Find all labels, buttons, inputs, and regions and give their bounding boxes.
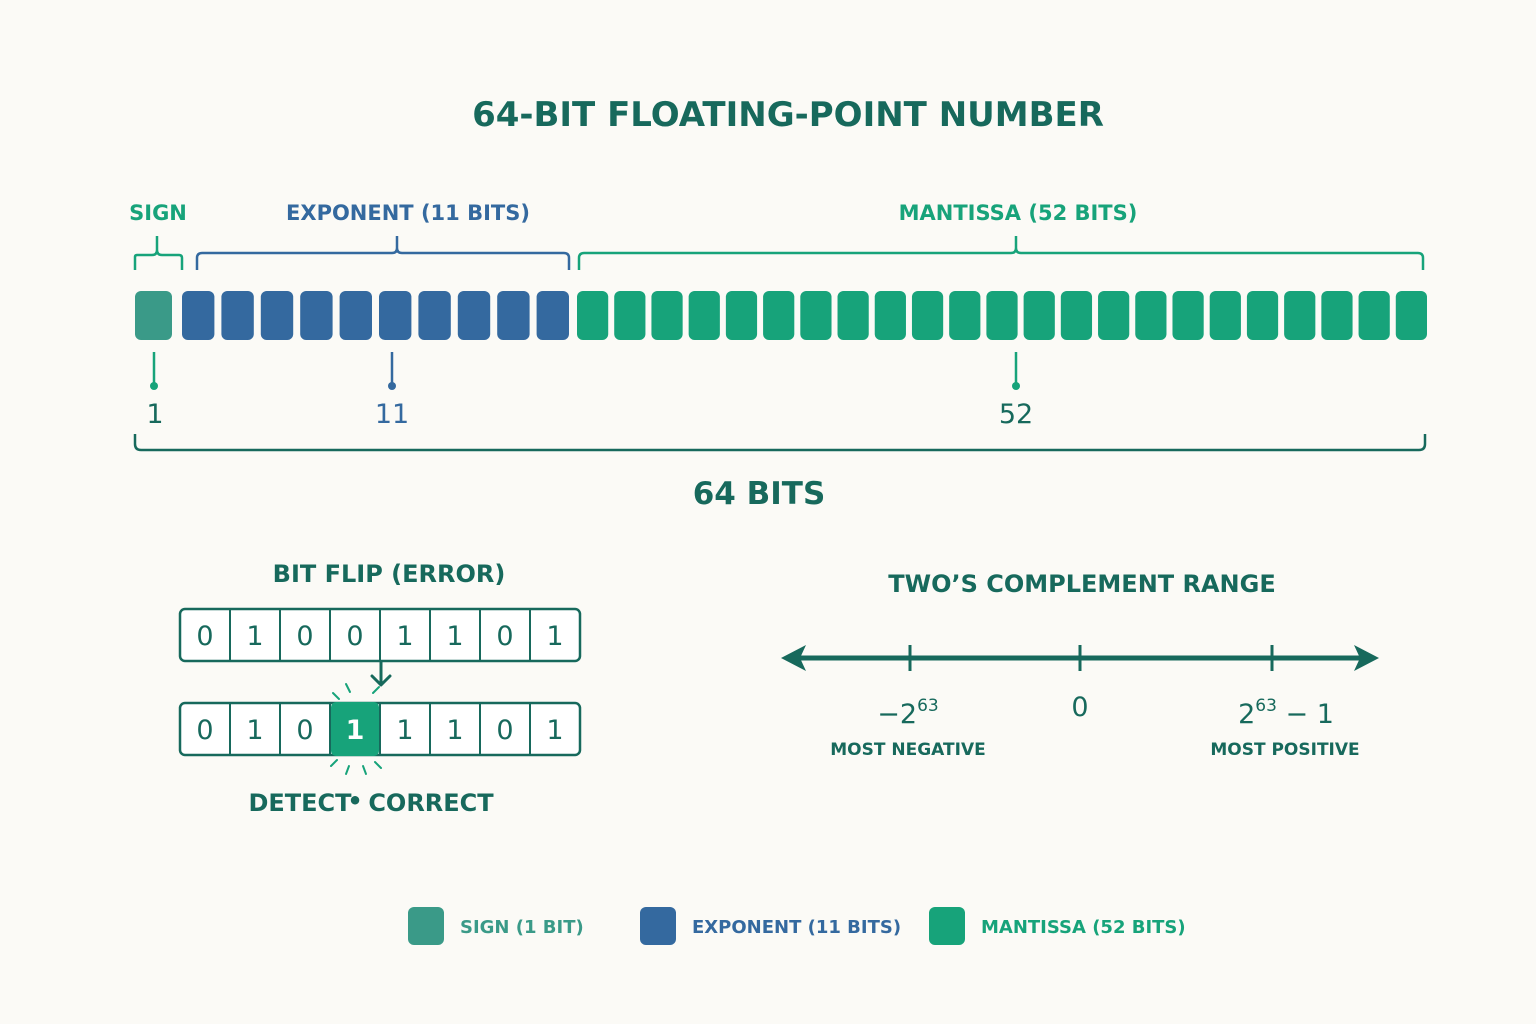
sign-bit-cell <box>135 291 172 340</box>
left-arrowhead-icon <box>781 645 806 671</box>
bit-value: 0 <box>196 621 213 652</box>
exponent-pointer <box>388 352 396 390</box>
bit-value: 1 <box>396 621 413 652</box>
bit-value: 0 <box>196 715 213 746</box>
legend-swatch <box>640 907 676 945</box>
range-title: TWO’S COMPLEMENT RANGE <box>888 570 1276 598</box>
bit-value: 0 <box>496 621 513 652</box>
exponent-bit-cell <box>536 291 569 340</box>
bit-value: 1 <box>446 715 463 746</box>
caption-separator: • <box>347 787 362 815</box>
right-arrowhead-icon <box>1354 645 1379 671</box>
bit-value: 1 <box>546 621 563 652</box>
sign-bracket <box>133 236 184 270</box>
sign-section-label: SIGN <box>129 201 187 225</box>
mantissa-pointer <box>1012 352 1020 390</box>
sign-bit-count: 1 <box>146 399 163 430</box>
min-value: −263 <box>877 696 938 730</box>
exponent-bit-cell <box>379 291 412 340</box>
exponent-section-label: EXPONENT (11 BITS) <box>286 201 530 225</box>
original-bits-row: 0 1 0 0 1 1 0 1 <box>178 607 582 663</box>
total-bits-label: 64 BITS <box>693 476 826 512</box>
flipped-bit-value: 1 <box>346 715 365 746</box>
legend-label: EXPONENT (11 BITS) <box>692 917 901 938</box>
mantissa-bit-cell <box>1060 291 1093 340</box>
exponent-bit-cell <box>339 291 372 340</box>
correct-label: CORRECT <box>368 789 494 817</box>
bit-cells-row <box>135 291 1427 340</box>
legend-swatch <box>929 907 965 945</box>
mantissa-bracket <box>577 236 1425 270</box>
mantissa-bit-cell <box>874 291 906 340</box>
mantissa-bit-cell <box>651 291 683 340</box>
mantissa-bit-cell <box>763 291 795 340</box>
bit-value: 0 <box>296 621 313 652</box>
number-line <box>781 645 1379 671</box>
mantissa-bit-count: 52 <box>999 399 1033 430</box>
mantissa-bit-cell <box>1135 291 1167 340</box>
bit-value: 1 <box>446 621 463 652</box>
mantissa-bit-cell <box>577 291 609 340</box>
legend-swatch <box>408 907 444 945</box>
bit-value: 1 <box>246 715 263 746</box>
mantissa-bit-cell <box>800 291 832 340</box>
mantissa-bit-cell <box>688 291 720 340</box>
mantissa-bit-cell <box>1172 291 1204 340</box>
exponent-bit-cell <box>457 291 491 340</box>
flipped-bit-highlight <box>331 702 379 756</box>
mantissa-bit-cell <box>911 291 944 340</box>
max-value: 263 − 1 <box>1238 696 1334 730</box>
mantissa-bit-cell <box>725 291 758 340</box>
mantissa-bit-cell <box>1321 291 1353 340</box>
flip-arrow <box>370 661 392 687</box>
bit-flip-title: BIT FLIP (ERROR) <box>273 560 506 588</box>
sign-pointer <box>150 352 158 390</box>
most-positive-label: MOST POSITIVE <box>1210 740 1359 760</box>
mantissa-bit-cell <box>949 291 981 340</box>
mantissa-bit-cell <box>1395 291 1427 340</box>
mantissa-bit-cell <box>1358 291 1390 340</box>
exponent-bracket <box>195 236 571 270</box>
mantissa-section-label: MANTISSA (52 BITS) <box>899 201 1138 225</box>
exponent-bit-cell <box>221 291 254 340</box>
total-bracket <box>133 434 1427 452</box>
exponent-bit-cell <box>418 291 451 340</box>
flip-glow-rays <box>330 683 382 775</box>
bit-value: 0 <box>346 621 363 652</box>
mantissa-bit-cell <box>986 291 1018 340</box>
zero-value: 0 <box>1071 692 1088 723</box>
bit-value: 0 <box>496 715 513 746</box>
bit-value: 1 <box>396 715 413 746</box>
bit-value: 0 <box>296 715 313 746</box>
mantissa-bit-cell <box>1098 291 1130 340</box>
mantissa-bit-cell <box>837 291 869 340</box>
legend-label: MANTISSA (52 BITS) <box>981 917 1186 938</box>
legend: SIGN (1 BIT) EXPONENT (11 BITS) MANTISSA (… <box>408 907 1186 945</box>
legend-label: SIGN (1 BIT) <box>460 917 584 938</box>
bit-value: 1 <box>246 621 263 652</box>
exponent-bit-cell <box>300 291 333 340</box>
exponent-bit-count: 11 <box>375 399 409 430</box>
bit-value: 1 <box>546 715 563 746</box>
mantissa-bit-cell <box>1246 291 1279 340</box>
detect-label: DETECT <box>248 789 352 817</box>
diagram-title: 64-BIT FLOATING-POINT NUMBER <box>472 95 1104 135</box>
most-negative-label: MOST NEGATIVE <box>830 740 985 760</box>
mantissa-bit-cell <box>1209 291 1241 340</box>
exponent-bit-cell <box>182 291 215 340</box>
exponent-bit-cell <box>260 291 294 340</box>
mantissa-bit-cell <box>1284 291 1316 340</box>
mantissa-bit-cell <box>1023 291 1055 340</box>
exponent-bit-cell <box>497 291 530 340</box>
mantissa-bit-cell <box>614 291 646 340</box>
